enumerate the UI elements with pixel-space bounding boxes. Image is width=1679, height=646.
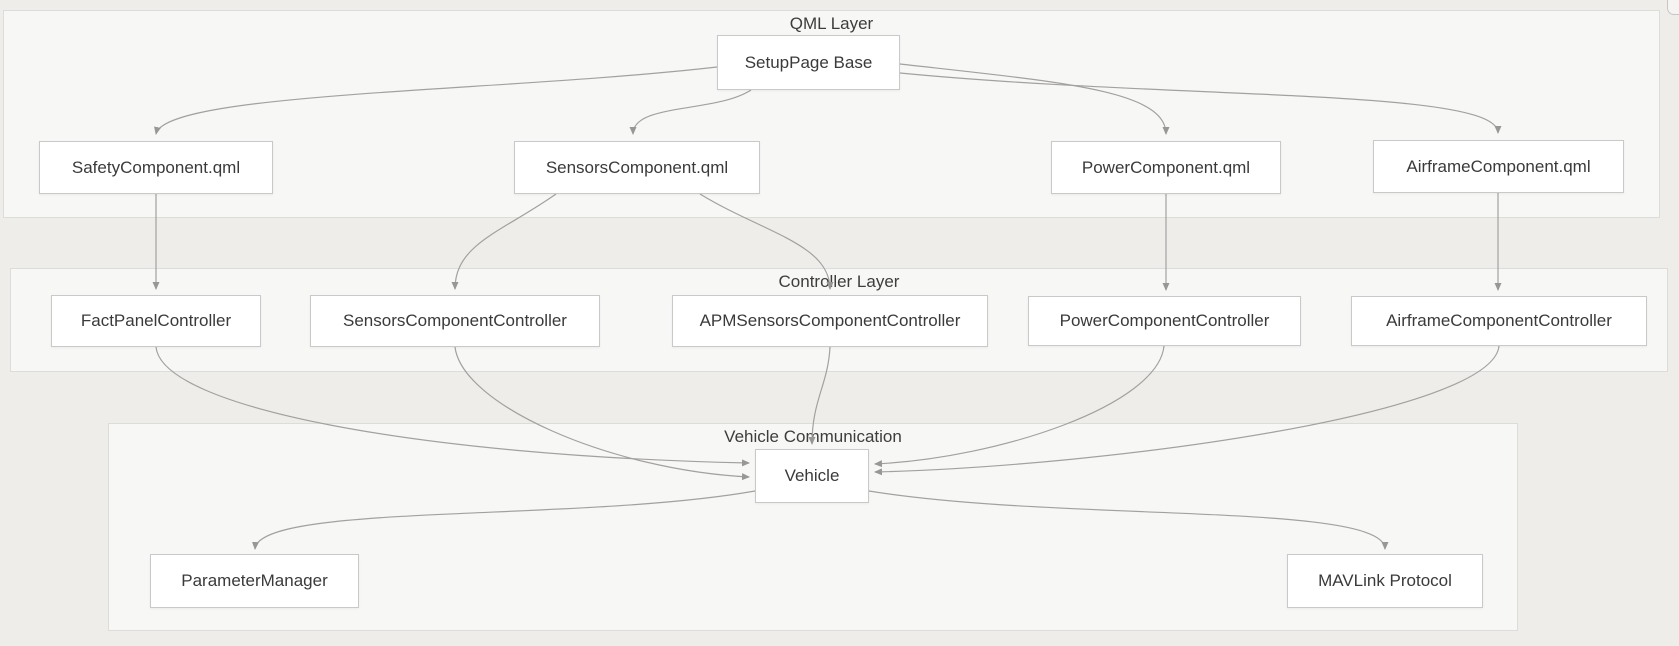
node-sensors-component-qml-label: SensorsComponent.qml (545, 157, 729, 177)
node-power-component-qml: PowerComponent.qml (1051, 141, 1281, 194)
node-mavlink-protocol-label: MAVLink Protocol (1318, 571, 1452, 590)
node-apm-sensors-component-controller-label: APMSensorsComponentController (699, 311, 961, 330)
node-sensors-component-controller-label: SensorsComponentController (343, 311, 567, 330)
qml-layer-title: QML Layer (789, 14, 874, 33)
vehicle-communication-layer-title: Vehicle Communication (724, 427, 902, 446)
node-safety-component-qml: SafetyComponent.qml (39, 141, 273, 194)
node-vehicle-label: Vehicle (784, 466, 840, 485)
cropped-corner-control[interactable] (1667, 0, 1679, 15)
node-setup-page-base: SetupPage Base (717, 35, 900, 90)
node-power-component-controller: PowerComponentController (1028, 296, 1301, 346)
node-airframe-component-controller: AirframeComponentController (1351, 296, 1647, 346)
node-airframe-component-qml-label: AirframeComponent.qml (1406, 156, 1591, 176)
node-vehicle: Vehicle (755, 449, 869, 503)
node-power-component-qml-label: PowerComponent.qml (1081, 157, 1251, 177)
node-fact-panel-controller: FactPanelController (51, 295, 261, 347)
node-parameter-manager-label: ParameterManager (181, 571, 328, 590)
node-setup-page-base-label: SetupPage Base (744, 52, 873, 72)
node-parameter-manager: ParameterManager (150, 554, 359, 608)
controller-layer-title: Controller Layer (778, 272, 900, 291)
node-sensors-component-controller: SensorsComponentController (310, 295, 600, 347)
node-safety-component-qml-label: SafetyComponent.qml (71, 157, 241, 177)
node-airframe-component-qml: AirframeComponent.qml (1373, 140, 1624, 193)
node-fact-panel-controller-label: FactPanelController (80, 311, 232, 330)
node-airframe-component-controller-label: AirframeComponentController (1386, 311, 1612, 330)
node-sensors-component-qml: SensorsComponent.qml (514, 141, 760, 194)
node-power-component-controller-label: PowerComponentController (1059, 311, 1270, 330)
node-apm-sensors-component-controller: APMSensorsComponentController (672, 295, 988, 347)
node-mavlink-protocol: MAVLink Protocol (1287, 554, 1483, 608)
